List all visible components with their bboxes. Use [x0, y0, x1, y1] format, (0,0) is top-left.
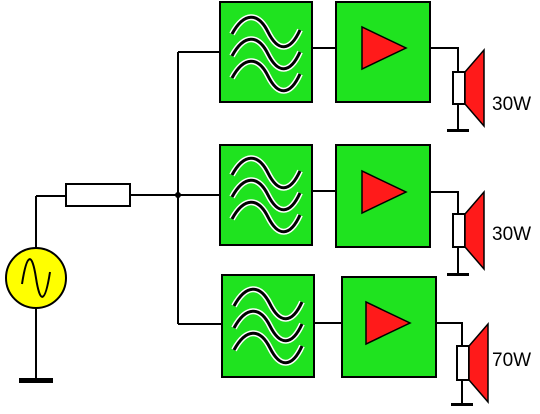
amplifier-triangle-icon	[361, 169, 408, 215]
amplifier-triangle-icon	[365, 300, 412, 346]
filter-waves-icon	[229, 155, 303, 235]
speaker-magnet	[452, 213, 466, 248]
speaker-icon	[452, 189, 485, 272]
resistor	[65, 183, 131, 207]
speaker-magnet	[452, 71, 466, 105]
power-label-top: 30W	[492, 94, 531, 115]
amp-speaker-wire-bottom	[436, 322, 463, 346]
sine-symbol-icon	[21, 258, 51, 298]
ground-icon	[19, 378, 53, 383]
ground-icon	[447, 129, 469, 132]
filter-waves-icon	[231, 286, 305, 366]
ground-icon	[451, 403, 473, 406]
speaker-cone	[468, 321, 489, 405]
ground-icon	[447, 273, 469, 276]
power-label-middle: 30W	[492, 224, 531, 245]
ac-source	[5, 195, 67, 383]
amp-speaker-wire-middle	[430, 191, 459, 214]
speaker-magnet	[456, 345, 470, 381]
filter-waves-icon	[229, 14, 303, 94]
amplifier-triangle-icon	[361, 25, 408, 71]
power-label-bottom: 70W	[492, 350, 531, 371]
speaker-cone	[464, 189, 485, 272]
channel-middle: 30W	[219, 144, 531, 276]
channel-top: 30W	[219, 1, 531, 132]
speaker-cone	[464, 47, 485, 129]
channel-bottom: 70W	[221, 274, 531, 406]
speaker-icon	[452, 47, 485, 129]
amp-speaker-wire-top	[430, 47, 459, 72]
